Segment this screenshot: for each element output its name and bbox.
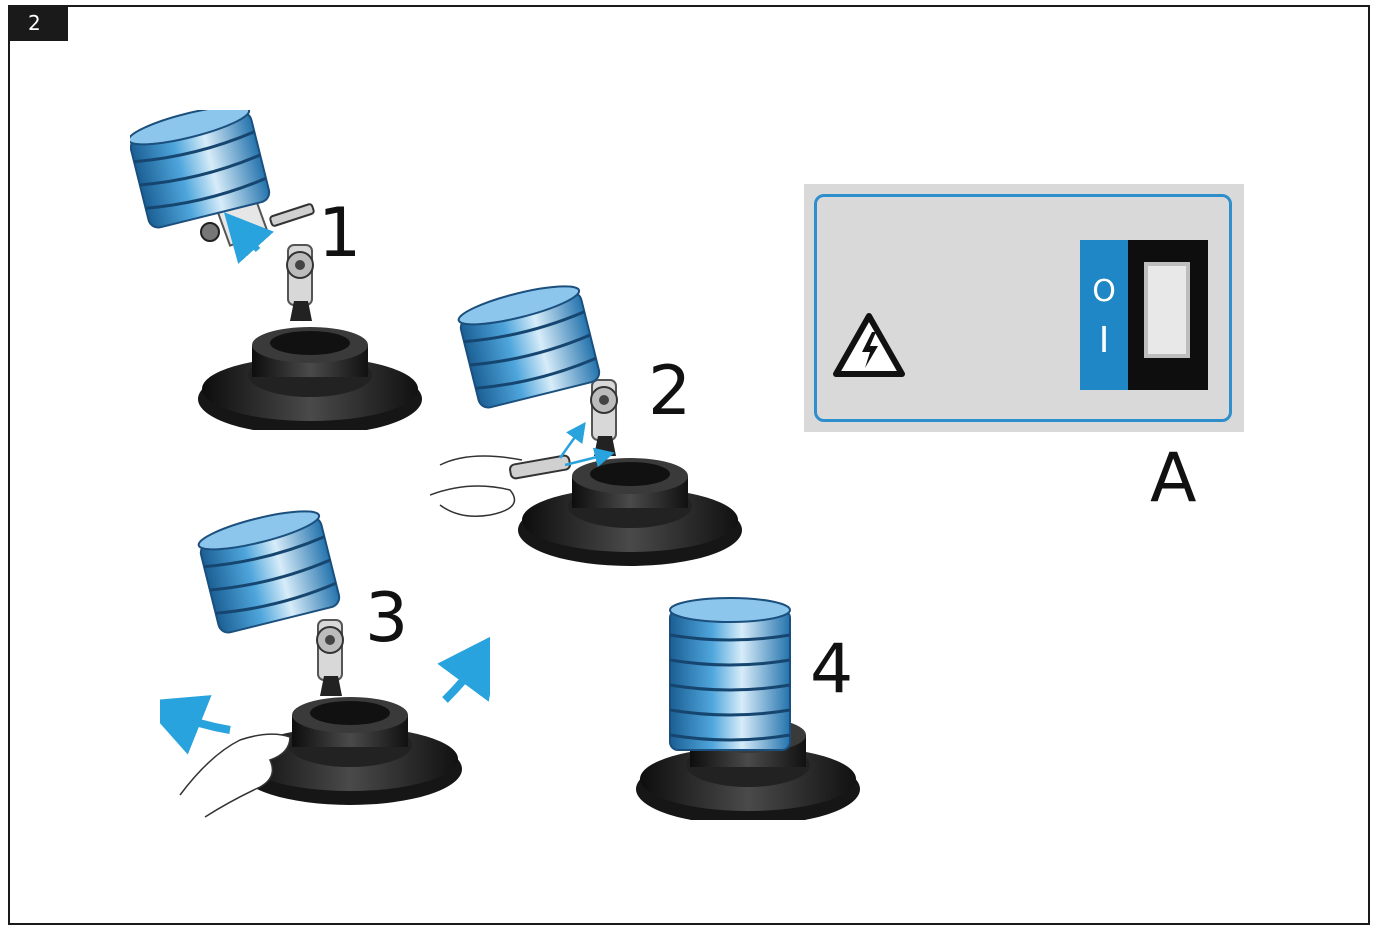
- switch-symbol-strip: O I: [1080, 240, 1128, 390]
- rocker-button[interactable]: [1144, 262, 1190, 358]
- switch-housing: [1128, 240, 1208, 390]
- step-1-illustration: [130, 110, 430, 430]
- step-3-illustration: [160, 505, 490, 825]
- step-3-number: 3: [365, 585, 408, 653]
- on-symbol: I: [1089, 323, 1119, 359]
- off-symbol: O: [1089, 277, 1119, 307]
- electrical-hazard-icon: [832, 312, 906, 380]
- page-number-tag: 2: [8, 5, 68, 41]
- step-4-number: 4: [810, 636, 853, 704]
- step-2-number: 2: [648, 358, 691, 426]
- rocker-switch[interactable]: O I: [1080, 240, 1208, 390]
- switch-panel: O I: [804, 184, 1244, 432]
- panel-callout-label: A: [1150, 445, 1197, 513]
- step-1-number: 1: [318, 200, 361, 268]
